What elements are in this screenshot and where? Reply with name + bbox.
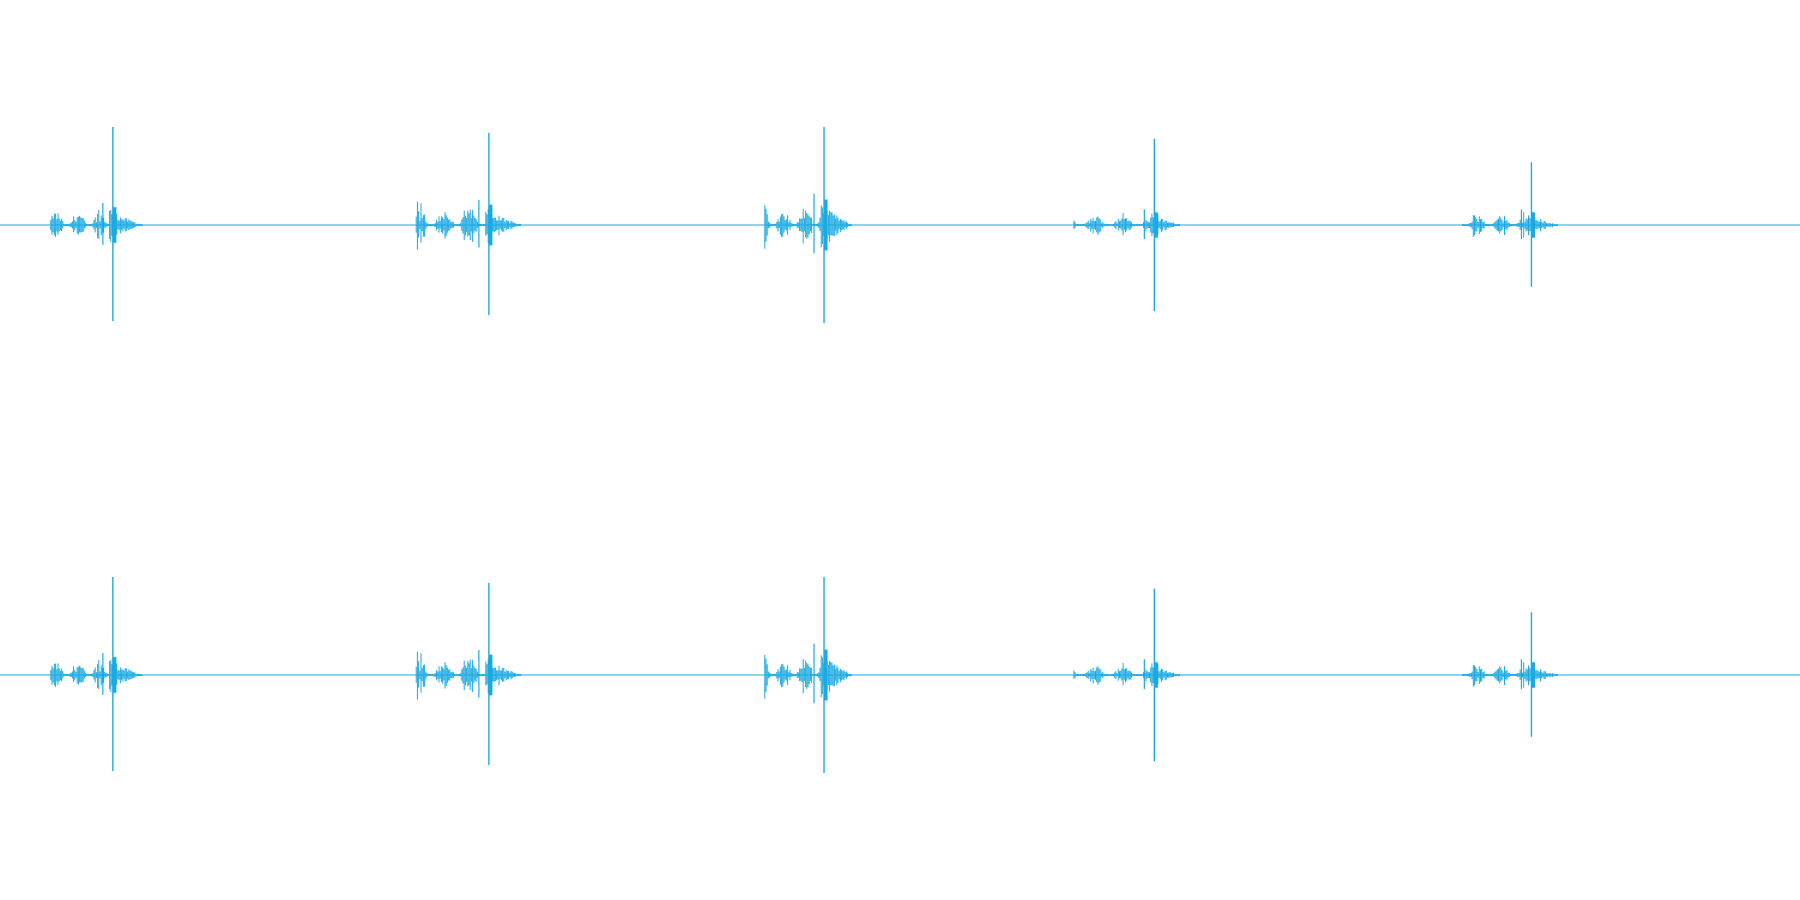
waveform-channel-2: [0, 577, 1800, 773]
waveform-channel-1: [0, 127, 1800, 323]
